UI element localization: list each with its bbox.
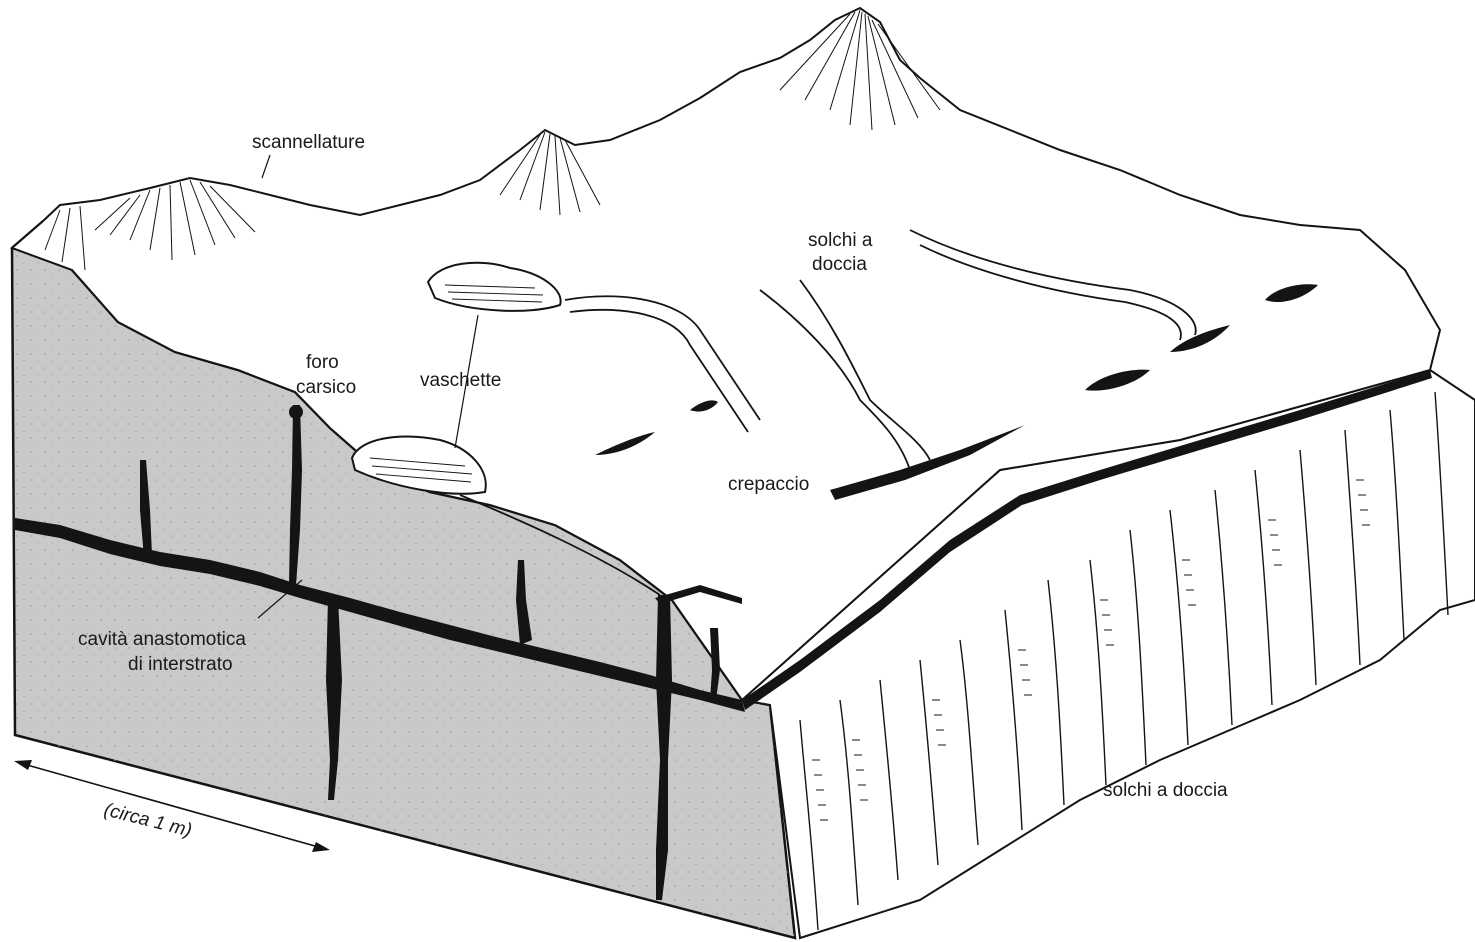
label-scannellature: scannellature bbox=[252, 132, 365, 153]
label-vaschette: vaschette bbox=[420, 370, 501, 391]
label-solchi-top-line2: doccia bbox=[812, 254, 867, 275]
label-foro-line1: foro bbox=[306, 352, 339, 373]
label-scale: (circa 1 m) bbox=[102, 799, 194, 841]
label-foro-line2: carsico bbox=[296, 377, 356, 398]
label-solchi-top-line1: solchi a bbox=[808, 230, 873, 251]
label-crepaccio: crepaccio bbox=[728, 474, 809, 495]
label-cavita-line1: cavità anastomotica bbox=[78, 629, 246, 650]
label-cavita-line2: di interstrato bbox=[128, 654, 233, 675]
label-solchi-side: solchi a doccia bbox=[1103, 780, 1228, 801]
